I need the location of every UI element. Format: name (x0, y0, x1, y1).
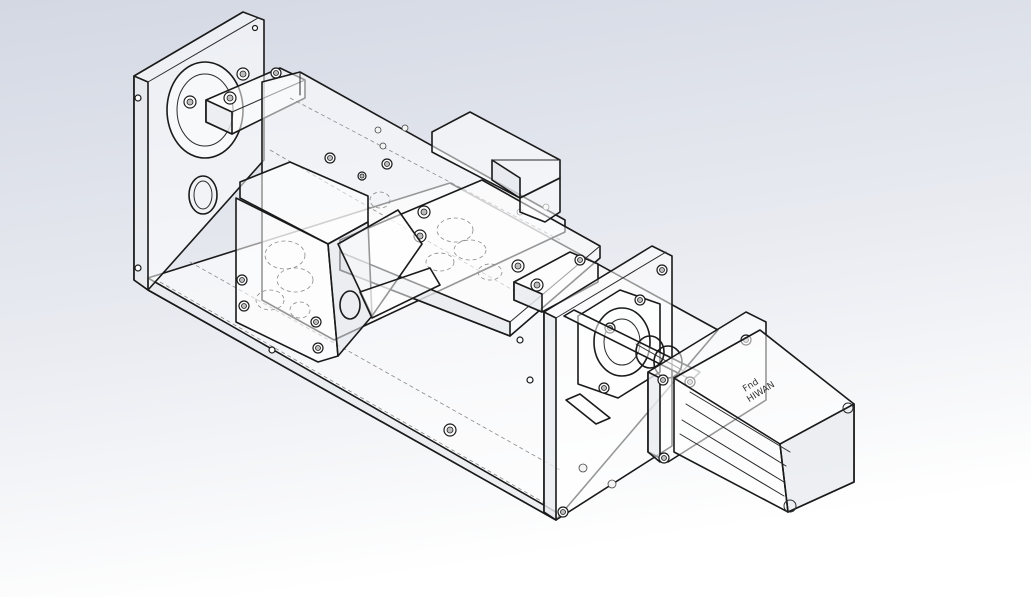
screw-head-icon (251, 24, 259, 32)
screw-head-icon (134, 94, 142, 102)
screw-head-icon (268, 346, 276, 354)
base-holes (268, 336, 617, 489)
left-end-plate (133, 11, 265, 291)
front-bearing-block (235, 161, 441, 363)
sensor-bracket (431, 111, 561, 223)
carriage-end-lug (513, 251, 599, 313)
screw-head-icon (526, 376, 534, 384)
screw-head-icon (516, 336, 524, 344)
stepper-motor: Fnd HIWAN (673, 329, 855, 513)
screw-head-icon (134, 264, 142, 272)
